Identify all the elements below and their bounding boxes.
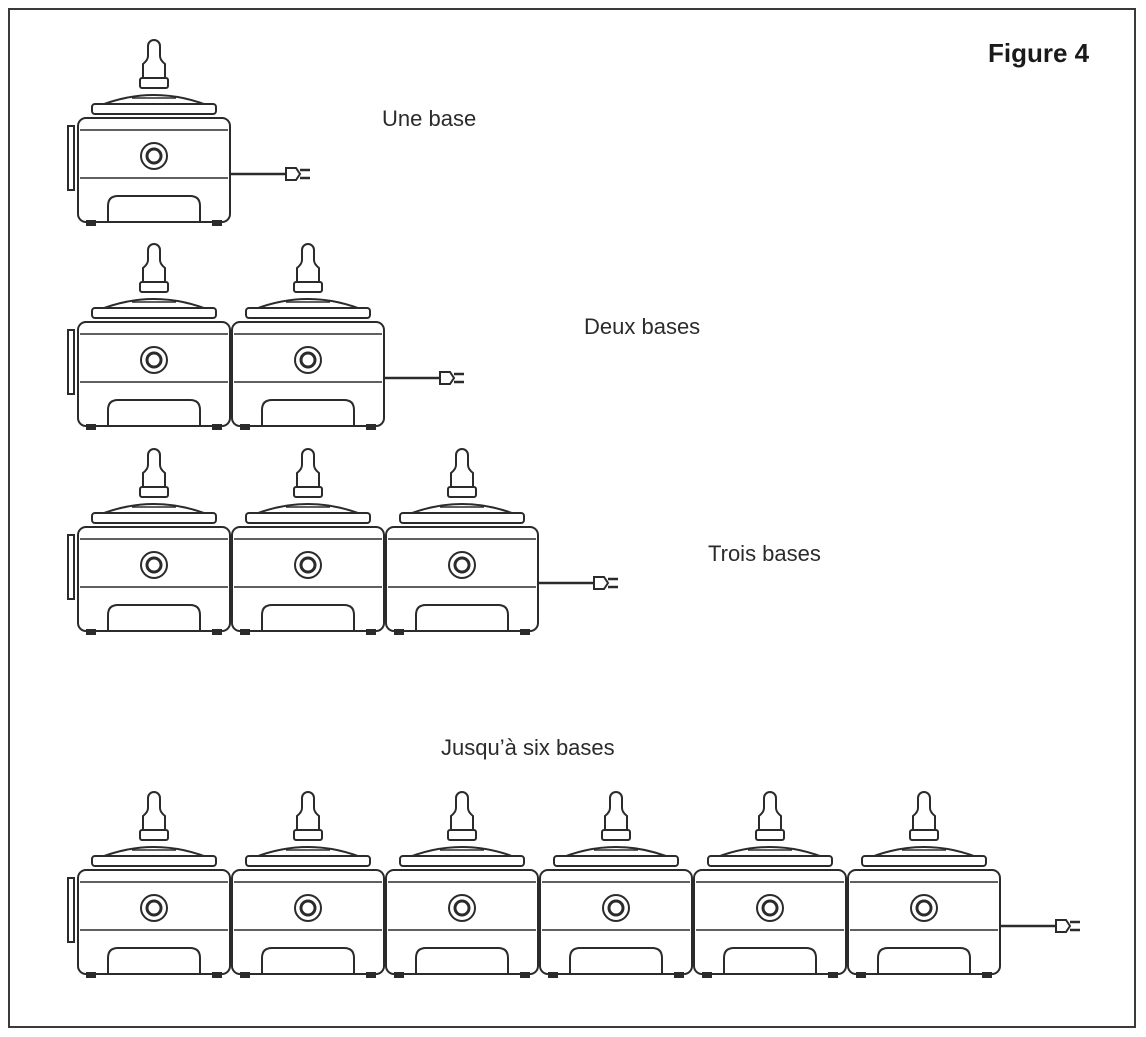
charging-base xyxy=(77,791,231,978)
row-label-two-bases: Deux bases xyxy=(584,314,701,339)
side-connector xyxy=(67,329,75,395)
bottle-collar xyxy=(293,829,323,841)
bottle-collar xyxy=(139,281,169,293)
base-row-3 xyxy=(67,448,539,635)
base-row-4 xyxy=(67,791,1001,978)
bottle-nipple-icon xyxy=(296,448,320,488)
row-label-six-bases: Jusqu’à six bases xyxy=(441,735,615,760)
bottle-nipple-icon xyxy=(296,791,320,831)
bottle-nipple-icon xyxy=(142,448,166,488)
bottle-collar xyxy=(447,486,477,498)
bottle-collar xyxy=(293,281,323,293)
row-label-one-base: Une base xyxy=(382,106,477,131)
base-row-1 xyxy=(67,39,231,226)
row-label-three-bases: Trois bases xyxy=(708,541,821,566)
side-connector xyxy=(67,877,75,943)
lid-plate xyxy=(91,307,217,319)
lid-plate xyxy=(707,855,833,867)
bottle-nipple-icon xyxy=(450,448,474,488)
charging-base xyxy=(77,243,231,430)
charging-base xyxy=(539,791,693,978)
power-plug-icon xyxy=(384,371,464,385)
bottle-collar xyxy=(909,829,939,841)
charging-base xyxy=(693,791,847,978)
power-plug-icon xyxy=(1000,919,1080,933)
side-connector xyxy=(67,125,75,191)
charging-base xyxy=(231,448,385,635)
bottle-collar xyxy=(139,829,169,841)
lid-plate xyxy=(245,855,371,867)
charging-base xyxy=(385,448,539,635)
bottle-nipple-icon xyxy=(142,243,166,283)
charging-base xyxy=(77,448,231,635)
charging-base xyxy=(231,243,385,430)
lid-plate xyxy=(399,512,525,524)
charging-base xyxy=(77,39,231,226)
charging-base xyxy=(847,791,1001,978)
lid-plate xyxy=(91,103,217,115)
bottle-nipple-icon xyxy=(604,791,628,831)
bottle-nipple-icon xyxy=(142,791,166,831)
lid-plate xyxy=(245,512,371,524)
bottle-collar xyxy=(447,829,477,841)
lid-plate xyxy=(553,855,679,867)
bottle-nipple-icon xyxy=(450,791,474,831)
power-plug-icon xyxy=(538,576,618,590)
lid-plate xyxy=(91,855,217,867)
lid-plate xyxy=(399,855,525,867)
bottle-collar xyxy=(139,486,169,498)
figure-title: Figure 4 xyxy=(988,38,1090,68)
lid-plate xyxy=(861,855,987,867)
base-row-2 xyxy=(67,243,385,430)
power-plug-icon xyxy=(230,167,310,181)
lid-plate xyxy=(245,307,371,319)
charging-base xyxy=(385,791,539,978)
bottle-collar xyxy=(139,77,169,89)
bottle-nipple-icon xyxy=(758,791,782,831)
side-connector xyxy=(67,534,75,600)
bottle-collar xyxy=(755,829,785,841)
bottle-nipple-icon xyxy=(912,791,936,831)
bottle-collar xyxy=(601,829,631,841)
lid-plate xyxy=(91,512,217,524)
bottle-nipple-icon xyxy=(142,39,166,79)
bottle-collar xyxy=(293,486,323,498)
charging-base xyxy=(231,791,385,978)
bottle-nipple-icon xyxy=(296,243,320,283)
